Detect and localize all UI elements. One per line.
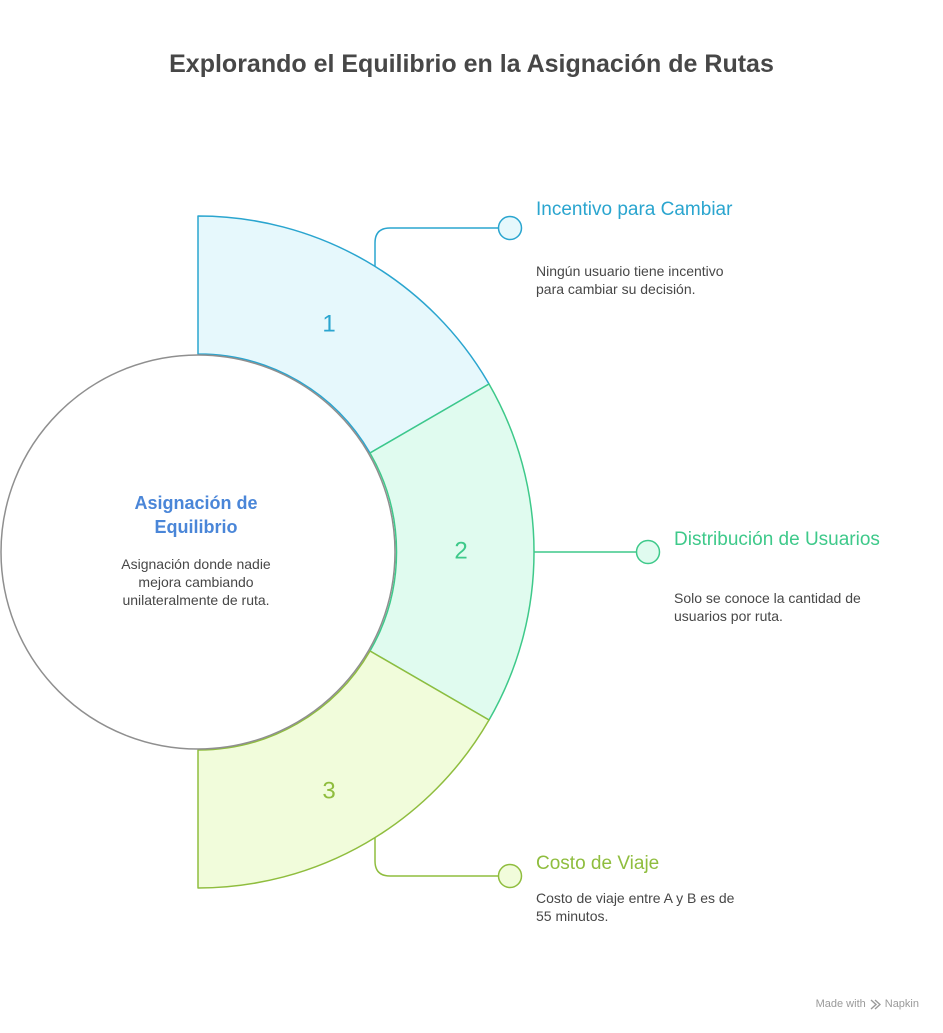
connector-3-dot[interactable] <box>497 863 523 889</box>
connector-1-line <box>374 227 498 266</box>
item-1-description: Ningún usuario tiene incentivo para camb… <box>536 263 724 297</box>
napkin-branding[interactable]: Made with Napkin <box>816 998 919 1010</box>
center-circle[interactable] <box>0 354 396 750</box>
item-3-description: Costo de viaje entre A y B es de 55 minu… <box>536 890 735 924</box>
center-title: Asignación de Equilibrio <box>134 493 258 537</box>
segment-3-number: 3 <box>322 777 335 804</box>
segment-3-shape[interactable] <box>197 650 490 889</box>
napkin-logo-icon <box>870 998 881 1010</box>
item-2-description: Solo se conoce la cantidad de usuarios p… <box>674 590 861 624</box>
item-3-title: Costo de Viaje <box>536 853 660 874</box>
item-2-title: Distribución de Usuarios <box>674 529 880 550</box>
item-1-title: Incentivo para Cambiar <box>536 199 733 220</box>
segment-2-number: 2 <box>454 537 467 564</box>
connector-2-dot[interactable] <box>635 539 661 565</box>
center-description: Asignación donde nadie mejora cambiando … <box>121 556 271 608</box>
connector-3-line <box>374 838 498 877</box>
segment-1-shape[interactable] <box>197 215 490 454</box>
brand-name: Napkin <box>884 998 919 1010</box>
segment-2-shape[interactable] <box>369 383 535 721</box>
connector-1-dot[interactable] <box>497 215 523 241</box>
made-with-text: Made with <box>815 998 866 1010</box>
segment-1-number: 1 <box>322 310 335 337</box>
page-title: Explorando el Equilibrio en la Asignació… <box>169 50 774 78</box>
